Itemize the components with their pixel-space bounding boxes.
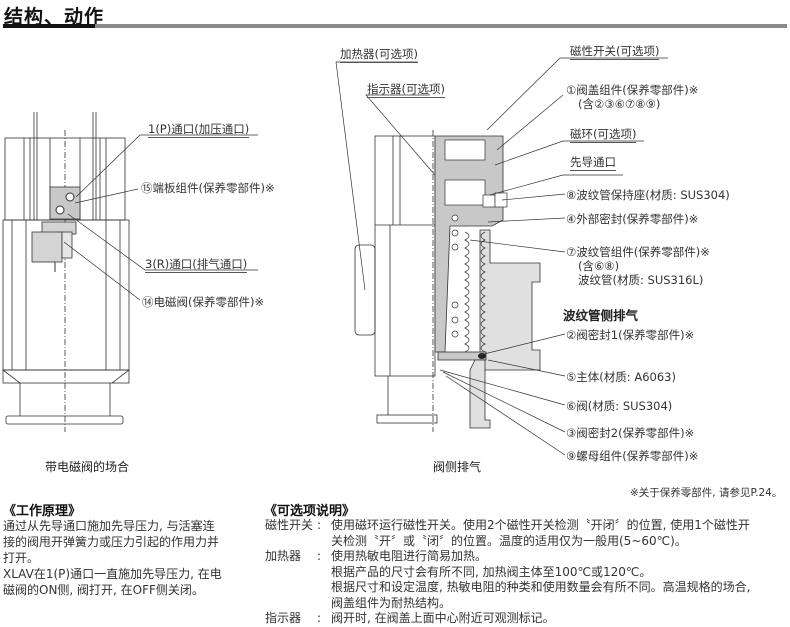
label-heater: 加热器(可选项) [340,47,418,63]
option-colon: : [317,549,322,563]
option-auto-switch: 磁性开关 : 使用磁环运行磁性开关。使用2个磁性开关检测〝开闭〞的位置, 使用1… [265,518,790,549]
label-r-port: 3(R)通口(排气通口) [145,257,248,273]
option-heater: 加热器 : 使用热敏电阻进行简易加热。 根据产品的尺寸会有所不同, 加热阀主体至… [265,549,790,611]
footnote: ※关于保养零部件, 请参见P.24。 [630,487,783,499]
page-title: 结构、动作 [4,6,105,28]
option-key: 加热器 [265,549,302,563]
label-bonnet-sub: (含②③⑥⑦⑧⑨) [578,97,661,111]
options-heading: 《可选项说明》 [264,504,356,519]
principle-line: 打开。 [3,551,40,565]
label-bellows-exhaust: 波纹管侧排气 [563,308,639,323]
option-line: 使用磁环运行磁性开关。使用2个磁性开关检测〝开闭〞的位置, 使用1个磁性开 [331,518,750,532]
bellows [464,231,486,353]
right-valve-section [434,135,541,429]
spring [451,214,459,338]
left-leader-lines [63,134,258,301]
label-valve: ⑥阀(材质: SUS304) [566,399,673,413]
label-indicator: 指示器(可选项) [367,82,445,98]
label-bellows-assy-sub: (含⑥⑧) [578,259,620,273]
option-indicator: 指示器 : 阀开时, 在阀盖上面中心附近可观测标记。 [265,611,790,627]
label-auto-switch: 磁性开关(可选项) [570,44,660,60]
principle-line: 接的阀甩开弹簧力或压力引起的作用力并 [3,535,220,549]
label-bellows-holder: ⑧波纹管保持座(材质: SUS304) [566,188,730,202]
option-colon: : [317,518,322,532]
label-valve-seal-2: ③阀密封2(保养零部件)※ [566,426,695,440]
label-valve-seal-1: ②阀密封1(保养零部件)※ [566,328,695,342]
label-bellows-assy: ⑦波纹管组件(保养零部件)※ [566,245,710,259]
left-valve-drawing [2,112,130,432]
label-body: ⑤主体(材质: A6063) [566,370,676,384]
option-line: 关检测〝开〞或〝闭〞的位置。温度的适用仅为一般用(5~60℃)。 [331,533,687,548]
title-underline-dark [3,24,95,28]
label-end-plate: ⑮端板组件(保养零部件)※ [141,181,275,195]
option-line: 使用热敏电阻进行简易加热。 [331,549,488,563]
label-pilot-port: 先导通口 [570,155,616,171]
label-external-seal: ④外部密封(保养零部件)※ [566,212,699,226]
option-line: 根据尺寸和设定温度, 热敏电阻的种类和使用数量会有所不同。高温规格的场合, [331,580,751,594]
label-solenoid: ⑭电磁阀(保养零部件)※ [142,295,265,309]
title-underline-gray [95,24,787,28]
principle-line: XLAV在1(P)通口一直施加先导压力, 在电 [3,567,222,581]
label-magnet: 磁环(可选项) [570,127,637,143]
left-solenoid-block [31,186,81,272]
option-line: 阀盖组件为耐热结构。 [331,595,452,610]
principle-line: 磁阀的ON侧, 阀打开, 在OFF侧关闭。 [3,583,204,597]
left-figure-caption: 带电磁阀的场合 [45,460,130,474]
principle-line: 通过从先导通口施加先导压力, 与活塞连 [3,519,215,533]
option-colon: : [317,611,322,625]
option-key: 磁性开关 [265,518,314,532]
option-line: 根据产品的尺寸会有所不同, 加热阀主体至100℃或120℃。 [331,564,652,579]
right-figure-caption: 阀侧排气 [433,460,482,474]
option-line: 阀开时, 在阀盖上面中心附近可观测标记。 [331,611,555,625]
option-key: 指示器 [265,611,302,625]
working-principle-text: 通过从先导通口施加先导压力, 与活塞连 接的阀甩开弹簧力或压力引起的作用力并 打… [3,518,253,598]
working-principle-heading: 《工作原理》 [3,504,82,519]
label-p-port: 1(P)通口(加压通口) [148,122,250,138]
label-bonnet: ①阀盖组件(保养零部件)※ [566,83,699,97]
label-nut-assy: ⑨螺母组件(保养零部件)※ [566,449,699,463]
right-valve-drawing [354,130,438,432]
label-bellows-material: 波纹管(材质: SUS316L) [578,273,704,287]
